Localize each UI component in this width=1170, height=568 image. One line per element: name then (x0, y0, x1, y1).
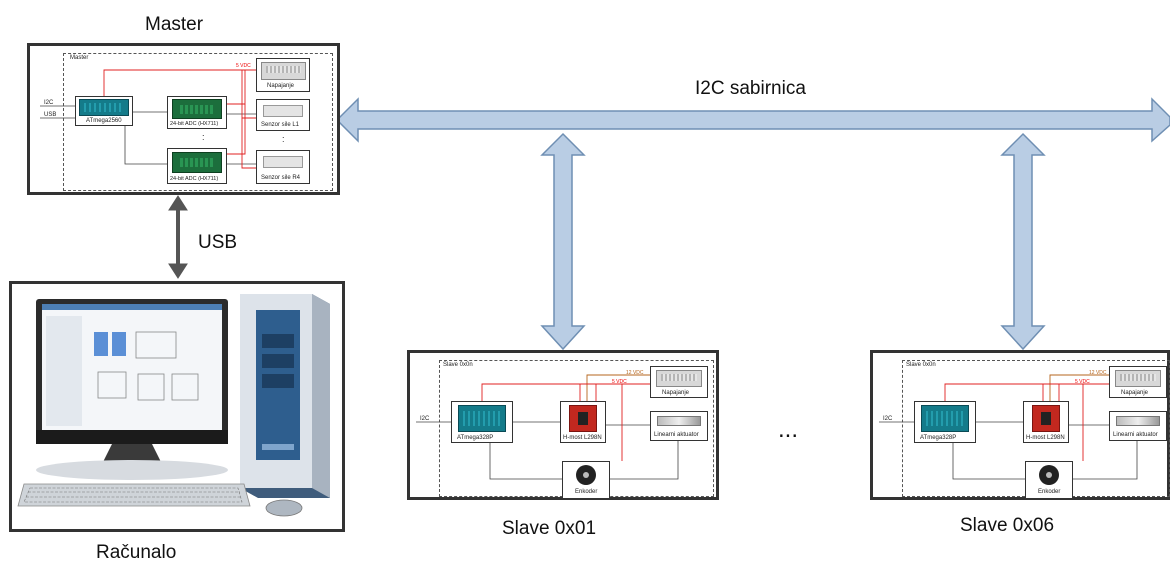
slave1-hbridge-box: H-most L298N (560, 401, 606, 443)
slave1-mcu-box: ATmega328P (451, 401, 513, 443)
slave6-block: Slave 0x0n 12 VDC 5 VDC I2C ATmega328P H… (870, 350, 1170, 500)
sensor1-label: Senzor sile L1 (261, 122, 300, 128)
arduino-uno-image (921, 405, 969, 432)
load-cell-image (263, 156, 303, 168)
adc4-label: 24-bit ADC (HX711) (170, 176, 219, 182)
slave1-vdc12: 12 VDC (626, 370, 644, 376)
arduino-uno-image (458, 405, 506, 432)
sensor1-box: Senzor sile L1 (256, 99, 310, 131)
slave1-label: Slave 0x01 (502, 518, 597, 539)
sensor-vdots: : (282, 134, 285, 144)
slave1-vdc5: 5 VDC (612, 379, 627, 385)
adc4-box: 24-bit ADC (HX711) (167, 148, 227, 184)
encoder-image (1039, 465, 1059, 485)
computer-block (9, 281, 345, 532)
sensor4-box: Senzor sile R4 (256, 150, 310, 184)
slave1-title: Slave 0x0n (443, 362, 473, 368)
adc1-box: 24-bit ADC (HX711) (167, 96, 227, 129)
master-vdc: 5 VDC (236, 63, 251, 69)
adc1-label: 24-bit ADC (HX711) (170, 121, 219, 127)
slave1-bus-branch (540, 132, 586, 351)
keyboard-icon (17, 483, 251, 507)
i2c-bus-label: I2C sabirnica (695, 78, 806, 99)
mouse-icon (265, 499, 303, 517)
load-cell-image (263, 105, 303, 117)
l298n-board-image (1032, 405, 1060, 432)
master-i2c-label: I2C (44, 100, 54, 106)
slave6-i2c-label: I2C (883, 416, 893, 422)
power-supply-image (261, 62, 306, 80)
slave6-bus-branch (1000, 132, 1046, 351)
slave6-vdc12: 12 VDC (1089, 370, 1107, 376)
master-block: Master 5 VDC I2C USB ATmega2560 24-bit A… (27, 43, 340, 195)
slave1-wiring (416, 374, 679, 480)
slave6-actuator-box: Linearni aktuator (1109, 411, 1167, 441)
ellipsis: ... (778, 416, 799, 443)
power-supply-image (656, 370, 702, 387)
slave6-encoder-label: Enkoder (1038, 489, 1061, 495)
slave1-actuator-label: Linearni aktuator (654, 432, 699, 438)
monitor-icon (36, 299, 228, 480)
hx711-board-image (172, 152, 222, 173)
sensor4-label: Senzor sile R4 (261, 175, 301, 181)
l298n-board-image (569, 405, 597, 432)
master-dashed-frame (63, 53, 333, 191)
master-title: Master (70, 55, 89, 61)
slave6-mcu-box: ATmega328P (914, 401, 976, 443)
master-psu-box: Napajanje (256, 58, 310, 92)
slave1-block: Slave 0x0n 12 VDC 5 VDC I2C ATmega328P H… (407, 350, 719, 500)
slave6-vdc5: 5 VDC (1075, 379, 1090, 385)
slave1-i2c-label: I2C (420, 416, 430, 422)
slave1-encoder-label: Enkoder (575, 489, 598, 495)
usb-arrow (168, 195, 188, 279)
slave6-psu-box: Napajanje (1109, 366, 1167, 398)
master-usb-label: USB (44, 112, 57, 118)
slave6-wiring (879, 374, 1138, 480)
hx711-board-image (172, 99, 222, 119)
slave1-hbridge-label: H-most L298N (563, 435, 602, 441)
master-wiring (40, 69, 256, 169)
slave6-psu-label: Napajanje (1121, 390, 1149, 396)
adc-vdots: : (202, 132, 205, 142)
slave6-hbridge-label: H-most L298N (1026, 435, 1065, 441)
slave1-mcu-label: ATmega328P (457, 435, 494, 441)
slave6-title: Slave 0x0n (906, 362, 936, 368)
slave6-label: Slave 0x06 (960, 515, 1055, 536)
slave1-psu-box: Napajanje (650, 366, 708, 398)
linear-actuator-image (657, 416, 701, 426)
computer-label: Računalo (96, 542, 177, 563)
arduino-mega-image (79, 99, 129, 116)
encoder-image (576, 465, 596, 485)
master-mcu-box: ATmega2560 (75, 96, 133, 126)
linear-actuator-image (1116, 416, 1160, 426)
slave1-encoder-box: Enkoder (562, 461, 610, 499)
pc-tower-icon (240, 294, 330, 498)
i2c-bus-arrow (335, 97, 1170, 143)
master-label: Master (145, 14, 204, 35)
slave6-mcu-label: ATmega328P (920, 435, 957, 441)
slave6-encoder-box: Enkoder (1025, 461, 1073, 499)
computer-illustration (17, 294, 330, 517)
slave6-actuator-label: Linearni aktuator (1113, 432, 1158, 438)
usb-label: USB (198, 232, 238, 253)
slave1-psu-label: Napajanje (662, 390, 690, 396)
slave6-hbridge-box: H-most L298N (1023, 401, 1069, 443)
master-psu-label: Napajanje (267, 83, 295, 89)
power-supply-image (1115, 370, 1161, 387)
slave1-actuator-box: Linearni aktuator (650, 411, 708, 441)
master-mcu-label: ATmega2560 (86, 118, 122, 124)
